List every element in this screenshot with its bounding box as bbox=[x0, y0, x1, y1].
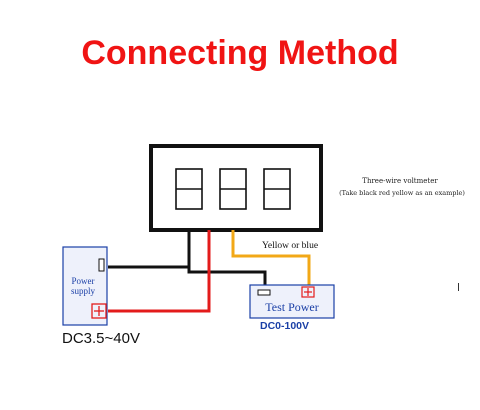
digit-1 bbox=[175, 168, 203, 210]
voltmeter-note-line2: (Take black red yellow as an example) bbox=[339, 189, 465, 197]
wire-label: Yellow or blue bbox=[262, 241, 319, 251]
voltmeter-body bbox=[149, 144, 323, 232]
digit-display bbox=[175, 168, 291, 210]
power-supply-label: Power supply bbox=[70, 276, 95, 296]
negative-terminal-icon bbox=[98, 258, 105, 272]
text-cursor bbox=[458, 283, 459, 291]
digit-3 bbox=[263, 168, 291, 210]
black-wire bbox=[108, 230, 191, 269]
red-wire bbox=[108, 230, 211, 313]
power-supply-voltage: DC3.5~40V bbox=[62, 330, 140, 347]
page-title: Connecting Method bbox=[81, 34, 399, 72]
digit-2 bbox=[219, 168, 247, 210]
yellow-wire bbox=[231, 230, 311, 286]
test-power-voltage: DC0-100V bbox=[260, 320, 310, 332]
voltmeter-note-line1: Three-wire voltmeter bbox=[362, 177, 438, 185]
black-wire-branch bbox=[187, 267, 267, 286]
positive-terminal-icon bbox=[91, 303, 107, 319]
test-positive-terminal-icon bbox=[301, 286, 315, 298]
test-negative-terminal-icon bbox=[257, 289, 271, 296]
test-power-label: Test Power bbox=[265, 300, 319, 314]
